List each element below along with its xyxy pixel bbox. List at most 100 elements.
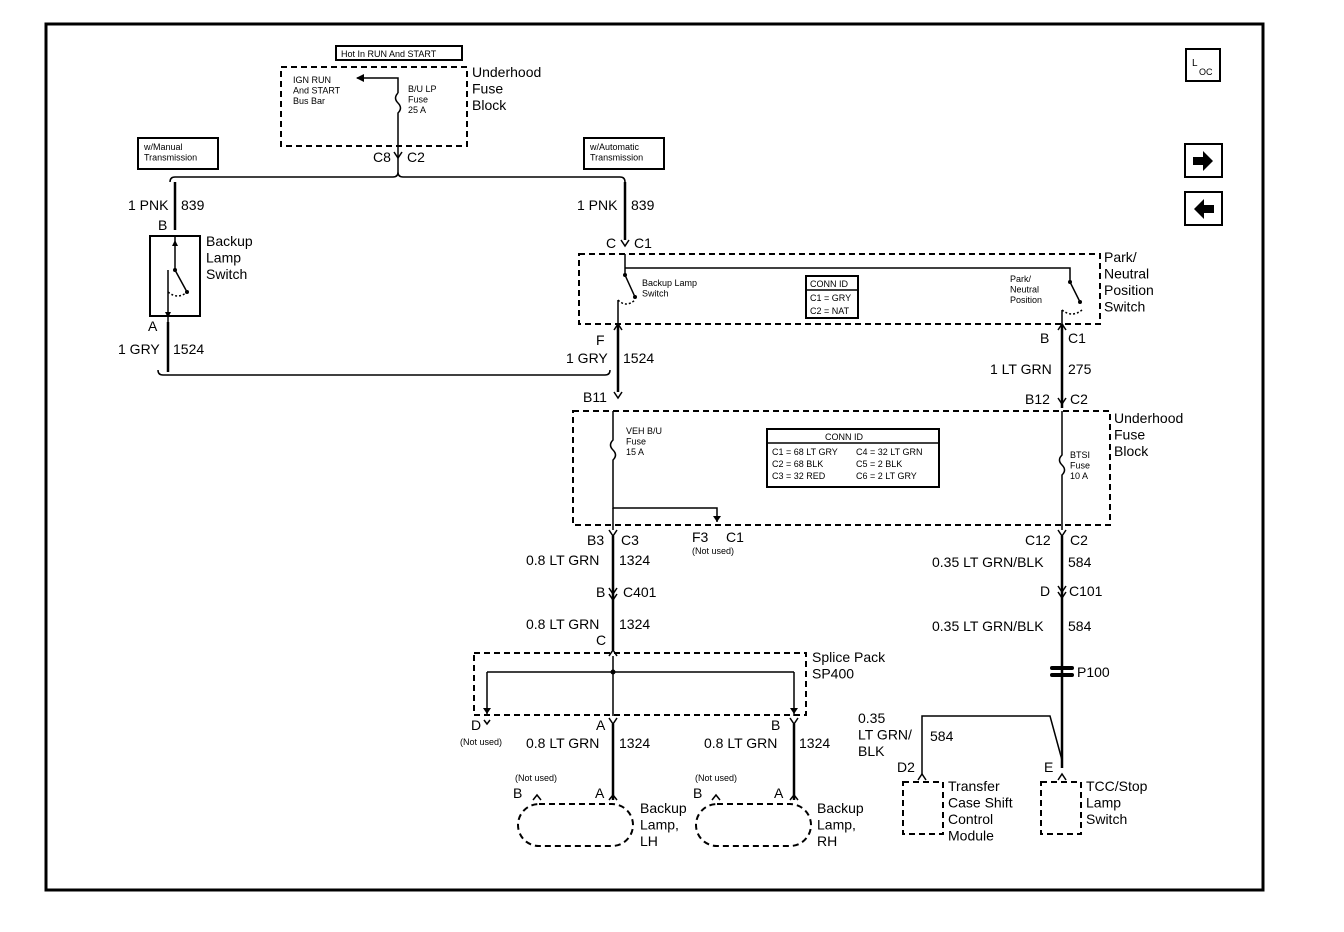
pnp-conn-id-2: C2 = NAT	[810, 306, 850, 316]
mid-fuse-pin-c12: C12	[1025, 532, 1051, 548]
backup-switch-pin-a: A	[148, 318, 158, 334]
mid-fuse-pin-b11: B11	[583, 389, 607, 405]
backup-lamp-lh	[517, 803, 634, 847]
c101-label: C101	[1069, 583, 1103, 599]
wire-1324-rh-gauge: 0.8 LT GRN	[704, 735, 777, 751]
wire-1524-right-circuit: 1524	[623, 350, 654, 366]
mid-fuse-not-used: (Not used)	[692, 546, 734, 556]
pnp-pin-c: C	[606, 235, 616, 251]
wire-1324-rh-circuit: 1324	[799, 735, 830, 751]
backup-switch-pin-b: B	[158, 217, 167, 233]
previous-page-button[interactable]	[1184, 191, 1223, 226]
automatic-transmission-box	[583, 137, 665, 170]
option-bracket-top	[169, 171, 626, 183]
hot-in-run-start-label: Hot In RUN And START	[341, 49, 437, 59]
mid-underhood-fuse-block	[572, 410, 1111, 526]
splice-pin-a: A	[596, 717, 606, 733]
pnp-conn-id-1: C1 = GRY	[810, 293, 851, 303]
wire-839-left-gauge: 1 PNK	[128, 197, 169, 213]
lamp-rh-pin-a: A	[774, 785, 784, 801]
mid-fuse-pin-b12: B12	[1025, 391, 1050, 407]
option-bracket-bottom	[157, 369, 611, 376]
pnp-conn-id-box	[805, 275, 859, 319]
tccm-pin-d2: D2	[897, 759, 915, 775]
top-fuse-connector-pin: C8	[373, 149, 391, 165]
splice-pin-b: B	[771, 717, 780, 733]
pnp-pin-b: B	[1040, 330, 1049, 346]
wire-1324-a-gauge: 0.8 LT GRN	[526, 552, 599, 568]
mid-fuse-pin-c1: C1	[726, 529, 744, 545]
wire-275-circuit: 275	[1068, 361, 1092, 377]
wire-584-a-gauge: 0.35 LT GRN/BLK	[932, 554, 1044, 570]
tcc-stop-lamp-switch	[1040, 781, 1082, 835]
c101-pin: D	[1040, 583, 1050, 599]
mid-conn-row-4: C5 = 2 BLK	[856, 459, 902, 469]
mid-conn-row-3: C2 = 68 BLK	[772, 459, 823, 469]
pnp-pin-f: F	[596, 332, 605, 348]
loc-button-sublabel: OC	[1199, 67, 1213, 77]
bu-lp-fuse	[394, 92, 402, 160]
mid-conn-row-1: C1 = 68 LT GRY	[772, 447, 838, 457]
lamp-lh-not-used: (Not used)	[515, 773, 557, 783]
mid-fuse-pin-f3: F3	[692, 529, 709, 545]
c401-pin: B	[596, 584, 605, 600]
mid-conn-row-2: C4 = 32 LT GRN	[856, 447, 922, 457]
arrow-left-icon	[1194, 199, 1214, 219]
loc-button[interactable]: L OC	[1185, 48, 1221, 82]
wire-1324-b-gauge: 0.8 LT GRN	[526, 616, 599, 632]
mid-conn-row-6: C6 = 2 LT GRY	[856, 471, 917, 481]
transfer-case-shift-control-module	[902, 781, 944, 835]
mid-fuse-pin-c3: C3	[621, 532, 639, 548]
wire-1324-lh-gauge: 0.8 LT GRN	[526, 735, 599, 751]
next-page-button[interactable]	[1184, 143, 1223, 178]
p100-passthrough	[1050, 666, 1074, 677]
mid-fuse-pin-c2-top: C2	[1070, 391, 1088, 407]
lamp-rh-not-used: (Not used)	[695, 773, 737, 783]
lamp-rh-pin-b: B	[693, 785, 702, 801]
wire-839-left-circuit: 839	[181, 197, 205, 213]
wire-1324-b-circuit: 1324	[619, 616, 650, 632]
wire-584-b-circuit: 584	[1068, 618, 1092, 634]
wire-275-gauge: 1 LT GRN	[990, 361, 1052, 377]
hot-in-run-start-box	[335, 45, 463, 61]
diagram-frame	[44, 22, 1265, 892]
mid-conn-id-title: CONN ID	[825, 432, 864, 442]
wire-584-b-gauge: 0.35 LT GRN/BLK	[932, 618, 1044, 634]
lamp-lh-pin-a: A	[595, 785, 605, 801]
top-fuse-connector: C2	[407, 149, 425, 165]
wire-1524-left-gauge: 1 GRY	[118, 341, 160, 357]
manual-transmission-box	[137, 137, 219, 170]
backup-lamp-rh	[695, 803, 812, 847]
splice-pin-d: D	[471, 717, 481, 733]
wire-584-tccm	[921, 715, 1063, 775]
wire-1524-right-gauge: 1 GRY	[566, 350, 608, 366]
mid-conn-row-5: C3 = 32 RED	[772, 471, 826, 481]
wire-1524-left-circuit: 1524	[173, 341, 204, 357]
arrow-right-icon	[1193, 151, 1213, 171]
c401-label: C401	[623, 584, 657, 600]
p100-label: P100	[1077, 664, 1110, 680]
pnp-conn-id-title: CONN ID	[810, 279, 849, 289]
wire-839-right-gauge: 1 PNK	[577, 197, 618, 213]
loc-button-label: L	[1192, 58, 1198, 69]
wire-839-right-circuit: 839	[631, 197, 655, 213]
splice-pack-sp400	[473, 652, 807, 716]
